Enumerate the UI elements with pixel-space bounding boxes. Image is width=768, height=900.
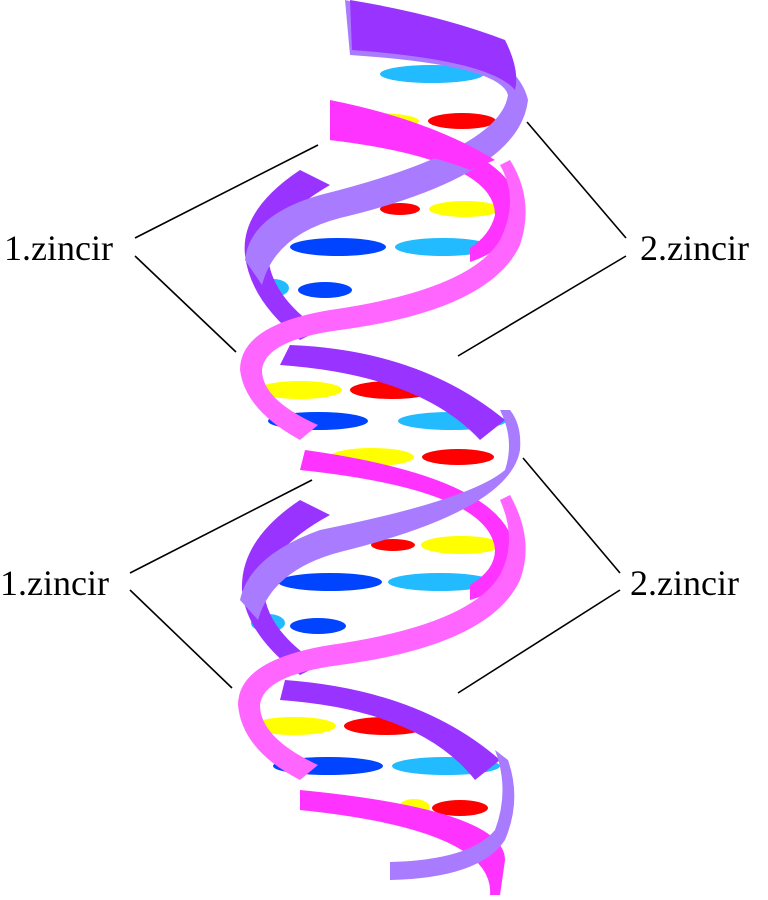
strand-2-back (300, 790, 505, 895)
base-yellow (252, 717, 336, 735)
leader-line (526, 121, 627, 239)
base-blue (290, 618, 346, 634)
leader-line (134, 144, 319, 239)
leader-line (522, 457, 621, 574)
base-yellow (258, 381, 342, 399)
strand-1-front (350, 0, 517, 90)
strand-front-segments (238, 0, 528, 880)
strand-1-back (280, 680, 500, 780)
base-red (428, 113, 496, 129)
base-blue (298, 282, 352, 298)
strand-1-front (245, 0, 528, 285)
leader-lines (129, 121, 627, 694)
leader-line (129, 479, 313, 574)
strand-2-front (238, 495, 526, 780)
base-yellow (429, 201, 501, 217)
base-blue (278, 573, 382, 591)
base-red (371, 539, 415, 551)
strand-1-back (244, 170, 330, 340)
leader-line (457, 255, 627, 357)
base-red (432, 800, 488, 816)
base-cyan (388, 573, 492, 591)
base-cyan (395, 238, 491, 256)
base-blue (290, 238, 386, 256)
base-red (380, 203, 420, 215)
strand-1-front (390, 750, 515, 880)
strand-2-label-bottom: 2.zincir (630, 563, 739, 603)
leader-line (457, 589, 621, 694)
leader-line (129, 589, 233, 689)
strand-1-label-top: 1.zincir (4, 228, 113, 268)
strand-1-back (280, 345, 505, 440)
leader-line (134, 255, 237, 353)
strand-1-back (241, 500, 330, 675)
strand-2-label-top: 2.zincir (640, 228, 749, 268)
strand-1-label-bottom: 1.zincir (0, 563, 109, 603)
base-cyan (380, 65, 484, 83)
strand-2-front (330, 100, 495, 170)
strand-2-front (240, 160, 526, 440)
base-red (422, 449, 494, 465)
base-yellow (421, 536, 501, 554)
